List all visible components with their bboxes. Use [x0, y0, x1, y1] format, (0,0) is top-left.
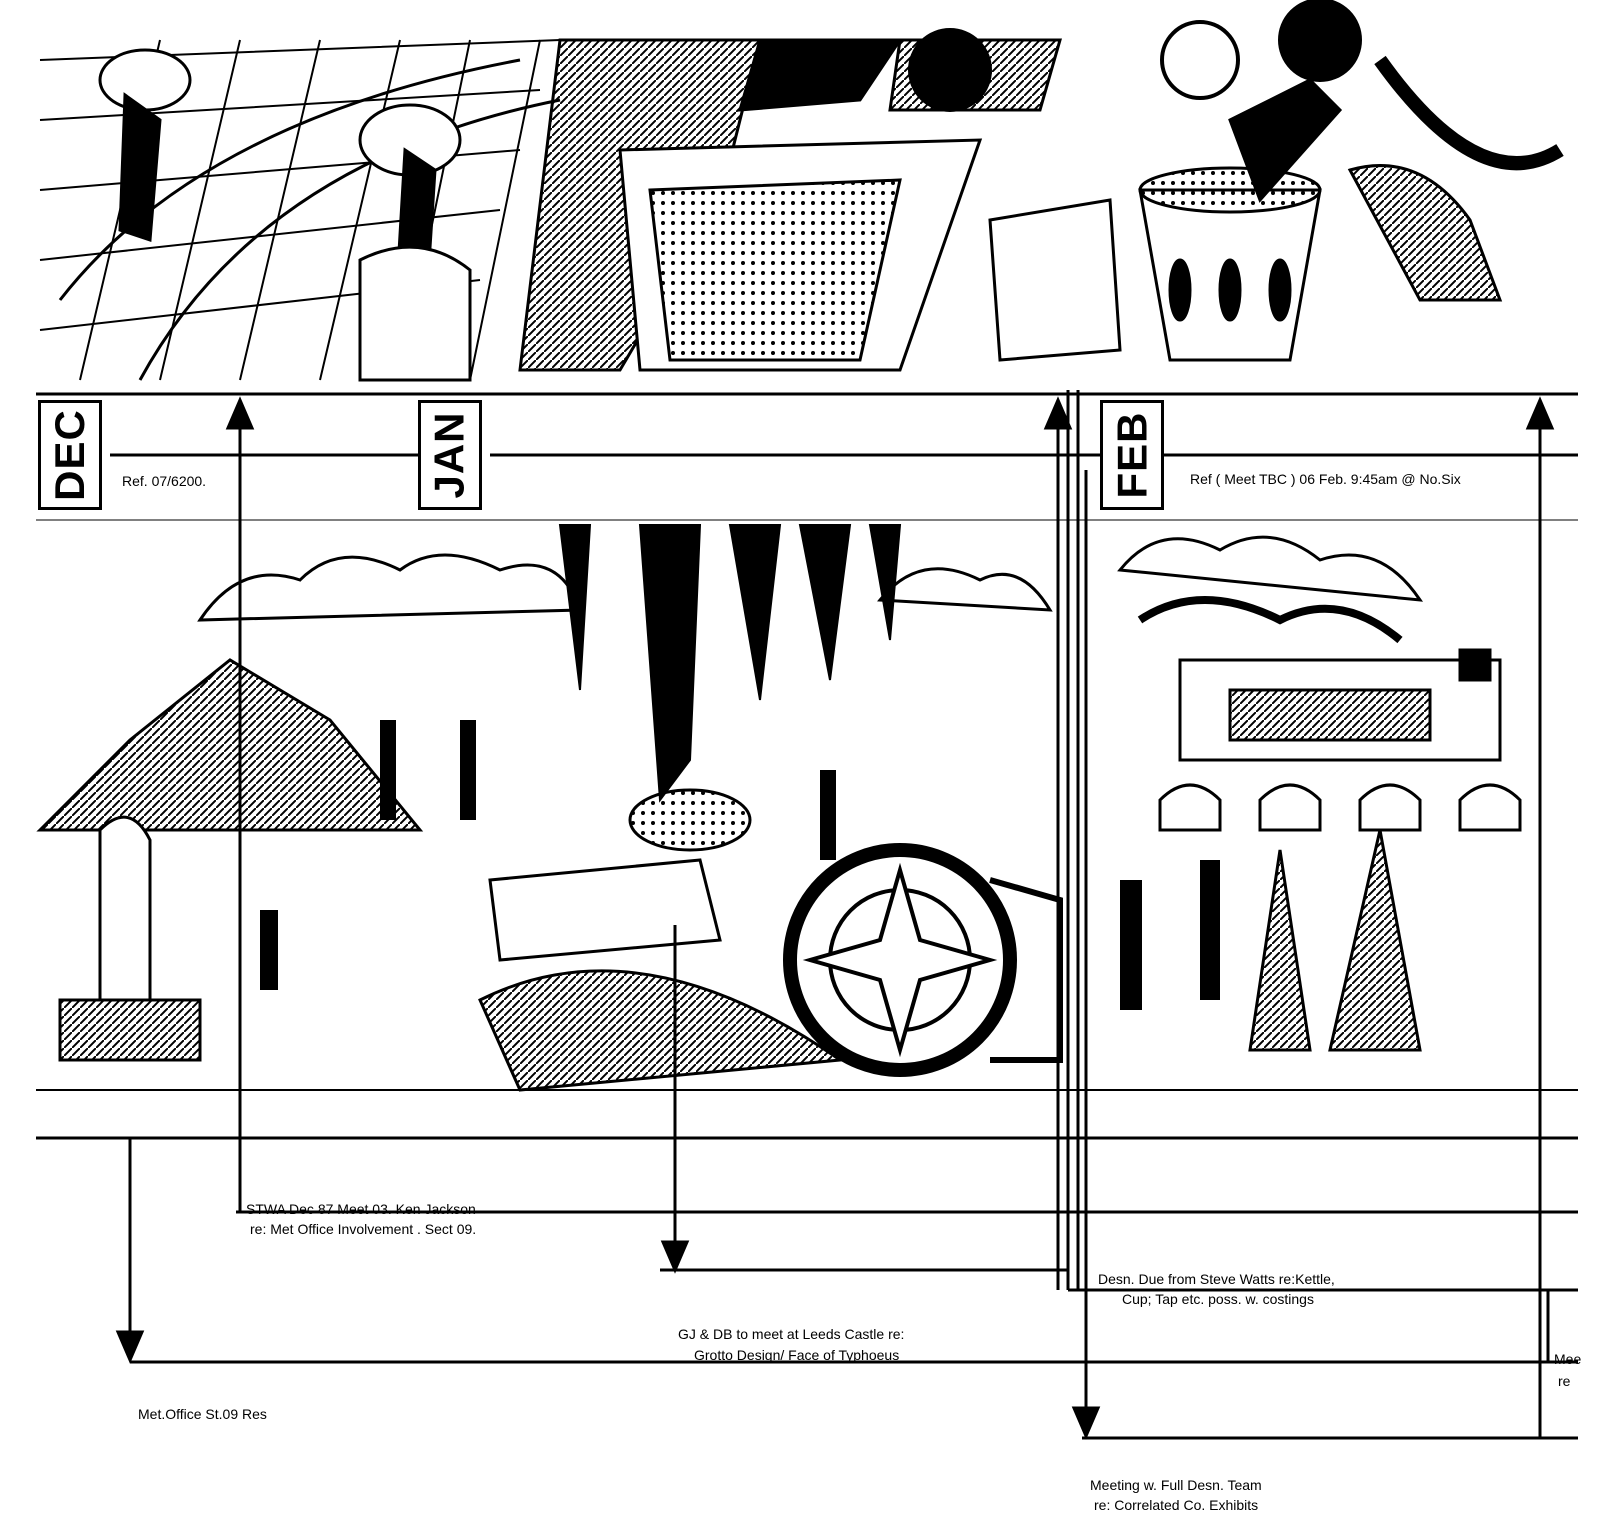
- middle-illustration-panel: [36, 524, 1578, 1092]
- steve-watts-note-line1: Desn. Due from Steve Watts re:Kettle,: [1098, 1271, 1335, 1287]
- month-feb: FEB: [1100, 400, 1164, 510]
- full-team-note-line2: re: Correlated Co. Exhibits: [1094, 1497, 1259, 1513]
- stwa-note-line2: re: Met Office Involvement . Sect 09.: [250, 1221, 477, 1237]
- gj-db-note-line2: Grotto Design/ Face of Typhoeus: [694, 1347, 900, 1363]
- feb-reference: Ref ( Meet TBC ) 06 Feb. 9:45am @ No.Six: [1190, 471, 1461, 487]
- dec-reference: Ref. 07/6200.: [122, 473, 207, 489]
- water-wheel: [783, 843, 1063, 1077]
- timeline-lines: [36, 390, 1578, 1440]
- month-feb-label: FEB: [1108, 411, 1155, 499]
- gj-db-note-line1: GJ & DB to meet at Leeds Castle re:: [678, 1326, 905, 1342]
- stwa-note-line1: STWA Dec 87 Meet 03. Ken Jackson: [246, 1201, 476, 1217]
- steve-watts-note-line2: Cup; Tap etc. poss. w. costings: [1122, 1291, 1314, 1307]
- top-illustration-panel: [38, 0, 1578, 382]
- mee-note-line2: re: [1558, 1373, 1571, 1389]
- mee-note-line1: Mee: [1554, 1351, 1582, 1367]
- header-band: [36, 392, 1578, 521]
- month-dec-label: DEC: [46, 409, 93, 501]
- month-dec: DEC: [38, 400, 102, 510]
- met-office-note: Met.Office St.09 Res: [138, 1406, 267, 1422]
- month-jan: JAN: [418, 400, 482, 510]
- mountain: [36, 658, 424, 832]
- full-team-note-line1: Meeting w. Full Desn. Team: [1090, 1477, 1262, 1493]
- timeline-arrows: [115, 396, 1555, 1440]
- month-jan-label: JAN: [426, 411, 473, 499]
